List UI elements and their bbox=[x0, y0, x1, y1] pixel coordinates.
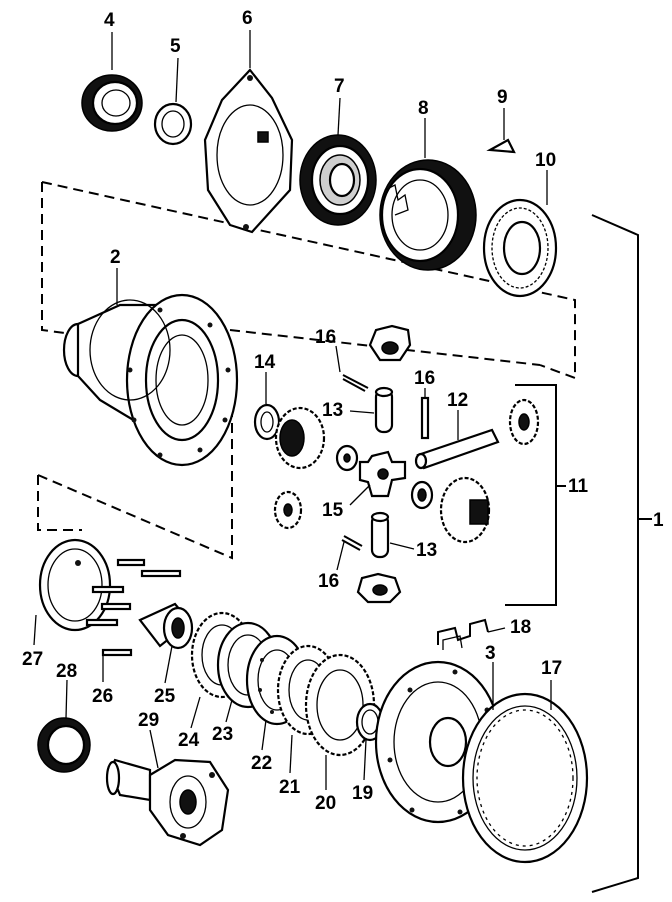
callout-13b: 13 bbox=[416, 540, 437, 561]
gasket-part-6 bbox=[203, 68, 294, 234]
spider-cross-part-15 bbox=[358, 450, 407, 498]
callout-14: 14 bbox=[254, 352, 276, 373]
washer-center-right bbox=[410, 480, 434, 510]
callout-13a: 13 bbox=[322, 400, 343, 421]
roll-pin-part-16-b bbox=[420, 396, 430, 440]
side-gear-right bbox=[439, 476, 491, 544]
shaft-part-12 bbox=[414, 428, 500, 470]
callout-20: 20 bbox=[315, 793, 336, 814]
callout-11: 11 bbox=[568, 476, 589, 497]
callout-9: 9 bbox=[497, 87, 508, 108]
snap-ring-part-5 bbox=[153, 102, 193, 146]
callout-17: 17 bbox=[541, 658, 562, 679]
clips-part-18 bbox=[437, 618, 489, 650]
callout-27: 27 bbox=[22, 649, 43, 670]
roll-pin-part-16-c bbox=[341, 535, 363, 551]
seal-part-28 bbox=[37, 717, 91, 773]
callout-19: 19 bbox=[352, 783, 373, 804]
seal-part-4 bbox=[81, 74, 143, 132]
thrust-plate-part-27 bbox=[38, 538, 112, 632]
pins-part-26 bbox=[85, 558, 182, 657]
callout-15: 15 bbox=[322, 500, 344, 521]
small-gear-center bbox=[335, 444, 359, 472]
callout-21: 21 bbox=[279, 777, 301, 798]
callout-5: 5 bbox=[170, 36, 181, 57]
washer-part-14 bbox=[253, 403, 281, 441]
callout-16c: 16 bbox=[318, 571, 339, 592]
callout-29: 29 bbox=[138, 710, 159, 731]
callout-22: 22 bbox=[251, 753, 272, 774]
callout-8: 8 bbox=[418, 98, 429, 119]
callout-12: 12 bbox=[447, 390, 468, 411]
pin-part-13-upper bbox=[374, 386, 394, 434]
callout-7: 7 bbox=[334, 76, 345, 97]
roll-pin-part-16-a bbox=[342, 374, 369, 392]
callout-18: 18 bbox=[510, 617, 531, 638]
callout-4: 4 bbox=[104, 10, 115, 31]
roller-bearing-part-25 bbox=[138, 602, 194, 650]
callout-24: 24 bbox=[178, 730, 200, 751]
thrust-bearing-part-10 bbox=[482, 198, 558, 298]
small-gear-left-lower bbox=[273, 490, 303, 530]
callout-labels: 4 5 6 7 8 9 10 1 2 16 14 16 13 12 11 15 … bbox=[22, 8, 664, 814]
pinion-gear-bottom bbox=[356, 572, 402, 604]
pinion-gear-top bbox=[368, 324, 412, 362]
callout-16a: 16 bbox=[315, 327, 336, 348]
callout-1: 1 bbox=[653, 510, 664, 531]
case-outline-lower bbox=[37, 410, 233, 560]
pinion-gear-right-top bbox=[508, 398, 540, 446]
diff-case-part-2 bbox=[62, 293, 239, 467]
bearing-part-7 bbox=[299, 134, 377, 226]
callout-2: 2 bbox=[110, 247, 121, 268]
assembly-bracket-1 bbox=[591, 214, 652, 893]
callout-23: 23 bbox=[212, 724, 233, 745]
callout-25: 25 bbox=[154, 686, 176, 707]
pin-part-13-lower bbox=[370, 511, 390, 559]
callout-6: 6 bbox=[242, 8, 253, 29]
leader-lines bbox=[33, 30, 566, 790]
gasket-part-17 bbox=[461, 692, 589, 864]
callout-10: 10 bbox=[535, 150, 556, 171]
callout-16b: 16 bbox=[414, 368, 435, 389]
side-gear-left bbox=[274, 406, 326, 470]
drum-part-8 bbox=[379, 159, 477, 271]
tab-part-9 bbox=[486, 138, 516, 154]
callout-28: 28 bbox=[56, 661, 77, 682]
output-shaft-part-29 bbox=[105, 758, 230, 847]
callout-26: 26 bbox=[92, 686, 113, 707]
case-outline-upper bbox=[41, 181, 576, 380]
callout-3: 3 bbox=[485, 643, 496, 664]
